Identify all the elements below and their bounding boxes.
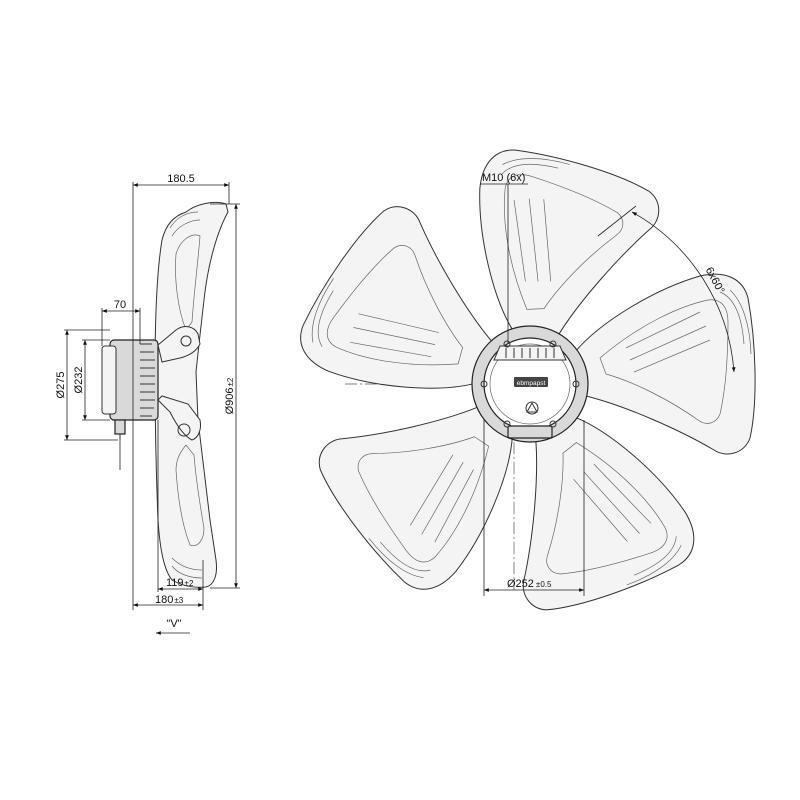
fan-blade xyxy=(318,406,513,590)
dim-180: 180±3 xyxy=(155,594,184,606)
brand-plate xyxy=(514,377,548,387)
thread-label: M10 (6x) xyxy=(482,172,525,184)
side-view: 180.5 70 Ø275 Ø232 Ø906±2 119±2 180±3 "V xyxy=(55,173,240,635)
fan-blade xyxy=(479,149,660,335)
fan-blade xyxy=(522,416,695,611)
dim-275: Ø275 xyxy=(55,372,67,399)
hub-bolt xyxy=(503,420,511,428)
view-label-v: "V" xyxy=(166,618,181,630)
side-support-arm-upper xyxy=(157,326,201,363)
side-blade-inner-lower xyxy=(175,444,205,546)
side-bolt-upper xyxy=(180,335,192,347)
dim-180-5: 180.5 xyxy=(167,173,195,185)
angle-dimension-arc xyxy=(631,211,736,373)
hub-bolt xyxy=(503,340,511,348)
side-blade-strip-top xyxy=(169,211,201,237)
side-blade-inner-upper xyxy=(175,234,201,331)
hub-terminal-pins xyxy=(505,348,555,358)
dim-119: 119±2 xyxy=(166,577,194,589)
hub-bolt xyxy=(572,380,580,388)
hub-bolt xyxy=(549,420,557,428)
side-rotor-cap xyxy=(101,345,117,415)
hub-connector-bottom xyxy=(507,425,553,439)
side-blade-outline xyxy=(154,201,229,588)
fan-blade xyxy=(574,273,756,455)
front-view: ebmpapst M10 (6x) 6x60° Ø252±0.5 xyxy=(300,149,756,611)
side-blade-strip-bottom xyxy=(171,557,203,579)
side-rotor-fins xyxy=(140,343,155,417)
side-cable-gland xyxy=(114,419,126,435)
hub-bolt xyxy=(549,340,557,348)
dim-70: 70 xyxy=(114,299,126,311)
fan-blade xyxy=(300,206,493,389)
hub-bolt xyxy=(480,380,488,388)
brand-logo-text: ebmpapst xyxy=(517,380,546,387)
dim-232: Ø232 xyxy=(73,367,85,394)
side-bolt-lower xyxy=(177,423,191,437)
dim-252: Ø252±0.5 xyxy=(507,578,552,590)
hub-inner-ring xyxy=(489,343,571,425)
dim-906: Ø906±2 xyxy=(224,377,236,414)
